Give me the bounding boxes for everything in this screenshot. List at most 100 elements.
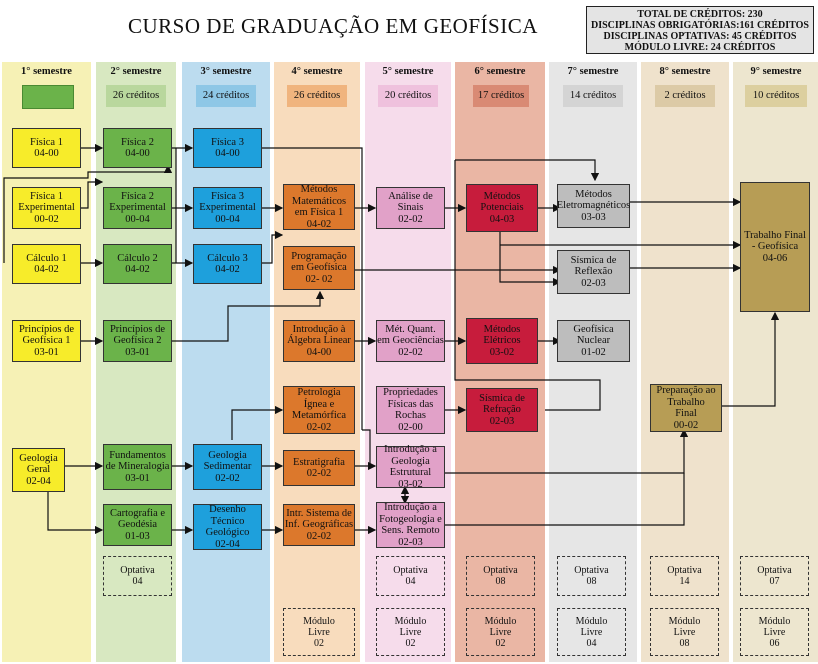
course-credits: 02-02 [306, 468, 332, 479]
course-estratigrafia[interactable]: Estratigrafia 02-02 [283, 450, 355, 486]
optional-credits: DISCIPLINAS OPTATIVAS: 45 CRÉDITOS [603, 31, 797, 42]
modulo-label: Módulo [484, 615, 517, 627]
modulo-livre-box[interactable]: Módulo Livre 02 [283, 608, 355, 656]
course-title: Experimental [109, 202, 166, 214]
semester-5-column [365, 62, 451, 662]
course-principios-geofisica-2[interactable]: Princípios de Geofísica 2 03-01 [103, 320, 172, 362]
course-credits: 03-01 [125, 346, 150, 358]
course-metodos-eletricos[interactable]: Métodos Elétricos 03-02 [466, 318, 538, 364]
course-title: Elétricos [483, 335, 521, 347]
course-credits: 04-02 [34, 264, 59, 275]
optativa-label: Optativa [667, 565, 702, 576]
optativa-credits: 04 [132, 576, 143, 587]
course-propriedades-fisicas-rochas[interactable]: Propriedades Físicas das Rochas 02-00 [376, 386, 445, 434]
modulo-livre-box[interactable]: Módulo Livre 02 [466, 608, 535, 656]
optativa-box[interactable]: Optativa 04 [376, 556, 445, 596]
course-calculo-3[interactable]: Cálculo 3 04-02 [193, 244, 262, 284]
course-credits: 02-02 [306, 530, 332, 542]
course-title: Programação [291, 250, 347, 262]
course-credits: 02-03 [581, 277, 606, 289]
modulo-livre-box[interactable]: Módulo Livre 06 [740, 608, 809, 656]
course-title: Geofísica [573, 323, 614, 335]
course-title: Físicas das [387, 398, 434, 410]
total-credits: TOTAL DE CRÉDITOS: 230 [637, 9, 763, 20]
semester-3-credits: 24 créditos [196, 85, 256, 107]
modulo-label: Módulo [394, 615, 427, 627]
optativa-box[interactable]: Optativa 07 [740, 556, 809, 596]
optativa-label: Optativa [393, 565, 428, 576]
course-title: Geologia [19, 452, 58, 464]
course-title: em Física 1 [294, 207, 344, 218]
optativa-label: Optativa [574, 565, 609, 576]
course-credits: 01-03 [125, 530, 150, 542]
course-title: Física 1 [30, 190, 63, 202]
course-metodos-matematicos[interactable]: Métodos Matemáticos em Física 1 04-02 [283, 184, 355, 230]
modulo-label: Livre [763, 626, 786, 638]
course-title: Metamórfica [291, 410, 347, 421]
course-fisica-3[interactable]: Física 3 04-00 [193, 128, 262, 168]
course-title: em Geofísica [291, 262, 347, 274]
semester-4-column [274, 62, 360, 662]
course-petrologia[interactable]: Petrologia Ígnea e Metamórfica 02-02 [283, 386, 355, 434]
modulo-livre-box[interactable]: Módulo Livre 04 [557, 608, 626, 656]
optativa-box[interactable]: Optativa 08 [466, 556, 535, 596]
modulo-label: Livre [580, 626, 603, 638]
course-calculo-1[interactable]: Cálculo 1 04-02 [12, 244, 81, 284]
modulo-livre-box[interactable]: Módulo Livre 02 [376, 608, 445, 656]
course-title: Fotogeologia e [379, 513, 442, 525]
course-trabalho-final[interactable]: Trabalho Final - Geofísica 04-06 [740, 182, 810, 312]
modulo-livre-box[interactable]: Módulo Livre 08 [650, 608, 719, 656]
course-metodos-eletromagneticos[interactable]: Métodos Eletromagnéticos 03-03 [557, 184, 630, 228]
optativa-credits: 07 [769, 576, 780, 587]
course-title: Geodésia [117, 519, 158, 531]
course-calculo-2[interactable]: Cálculo 2 04-02 [103, 244, 172, 284]
course-fisica-3-experimental[interactable]: Física 3 Experimental 00-04 [193, 187, 262, 229]
course-principios-geofisica-1[interactable]: Princípios de Geofísica 1 03-01 [12, 320, 81, 362]
course-sismica-reflexao[interactable]: Sísmica de Reflexão 02-03 [557, 250, 630, 294]
course-title: Experimental [199, 202, 256, 214]
semester-4-label: 4° semestre [291, 66, 343, 77]
course-credits: 02-02 [398, 346, 423, 358]
course-title: Métodos [575, 188, 612, 200]
course-title: Cálculo 1 [26, 252, 67, 264]
course-fisica-2[interactable]: Física 2 04-00 [103, 128, 172, 168]
course-geofisica-nuclear[interactable]: Geofísica Nuclear 01-02 [557, 320, 630, 362]
course-analise-sinais[interactable]: Análise de Sinais 02-02 [376, 187, 445, 229]
course-geologia-sedimentar[interactable]: Geologia Sedimentar 02-02 [193, 444, 262, 490]
course-fisica-1[interactable]: Física 1 04-00 [12, 128, 81, 168]
course-metodos-quantitativos[interactable]: Mét. Quant. em Geociências 02-02 [376, 320, 445, 362]
semester-4-credits: 26 créditos [287, 85, 347, 107]
course-introducao-algebra-linear[interactable]: Introdução à Álgebra Linear 04-00 [283, 320, 355, 362]
course-desenho-tecnico-geologico[interactable]: Desenho Técnico Geológico 02-04 [193, 504, 262, 550]
course-title: Sísmica de [570, 254, 617, 266]
course-credits: 00-02 [673, 419, 699, 431]
course-metodos-potenciais[interactable]: Métodos Potenciais 04-03 [466, 184, 538, 232]
course-fotogeologia-sensoriamento[interactable]: Introdução a Fotogeologia e Sens. Remoto… [376, 502, 445, 548]
course-title: Preparação ao [656, 385, 716, 396]
modulo-credits: 08 [679, 637, 690, 649]
course-title: Física 1 [30, 136, 63, 148]
semester-8-label: 8° semestre [659, 66, 711, 77]
course-geologia-geral[interactable]: Geologia Geral 02-04 [12, 448, 65, 492]
course-fisica-1-experimental[interactable]: Física 1 Experimental 00-02 [12, 187, 81, 229]
course-fisica-2-experimental[interactable]: Física 2 Experimental 00-04 [103, 187, 172, 229]
modulo-label: Módulo [575, 615, 608, 627]
course-title: Sinais [397, 202, 424, 214]
course-fundamentos-mineralogia[interactable]: Fundamentos de Mineralogia 03-01 [103, 444, 172, 490]
course-credits: 04-00 [215, 148, 240, 159]
optativa-box[interactable]: Optativa 14 [650, 556, 719, 596]
course-sistema-informacoes-geograficas[interactable]: Intr. Sistema de Inf. Geográficas 02-02 [283, 504, 355, 546]
course-credits: 02-00 [398, 421, 423, 433]
course-title: Trabalho Final [744, 229, 806, 241]
course-sismica-refracao[interactable]: Sísmica de Refração 02-03 [466, 388, 538, 432]
course-title: Propriedades [383, 387, 438, 398]
course-geologia-estrutural[interactable]: Introdução a Geologia Estrutural 03-02 [376, 444, 445, 490]
course-preparacao-trabalho-final[interactable]: Preparação ao Trabalho Final 00-02 [650, 384, 722, 432]
course-cartografia-geodesia[interactable]: Cartografia e Geodésia 01-03 [103, 504, 172, 546]
optativa-box[interactable]: Optativa 04 [103, 556, 172, 596]
optativa-box[interactable]: Optativa 08 [557, 556, 626, 596]
course-title: Intr. Sistema de [286, 507, 352, 519]
course-title: Métodos [483, 323, 521, 335]
course-programacao-geofisica[interactable]: Programação em Geofísica 02- 02 [283, 246, 355, 290]
